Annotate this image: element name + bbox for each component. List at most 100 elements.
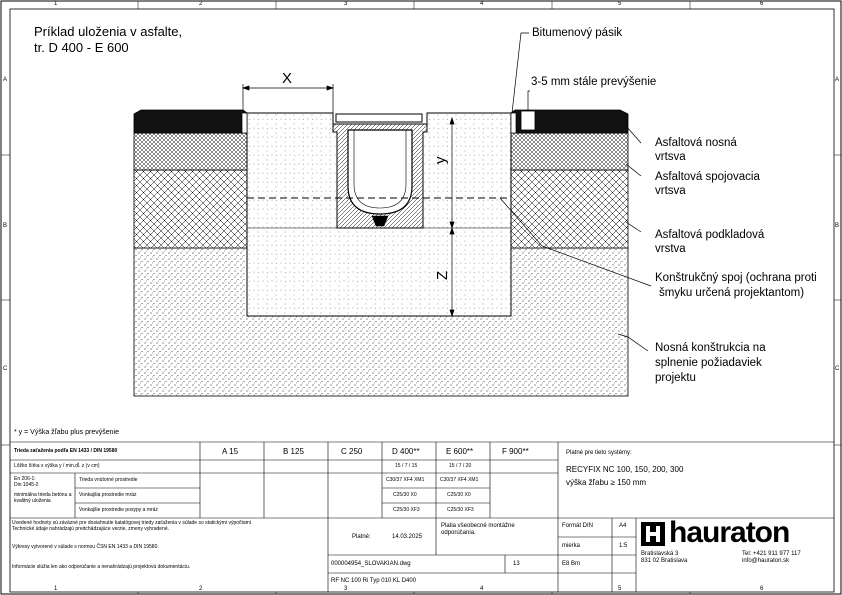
- concrete-d400-frost: C25/30 X0: [393, 492, 417, 498]
- system-line2: výška žľabu ≥ 150 mm: [566, 478, 647, 487]
- surface-course-left: [133, 109, 248, 134]
- drainage-channel: [332, 113, 428, 229]
- title-block-grid: [10, 441, 834, 592]
- dimension-x-label: X: [282, 70, 293, 87]
- ratio-e600: 15 / 7 / 20: [449, 463, 472, 469]
- load-class-f900: F 900**: [502, 447, 529, 456]
- format-label: Formát DIN: [562, 523, 594, 529]
- drawing-file: 000004954_SLOVAKIAN.dwg: [331, 561, 411, 567]
- dimension-x: [241, 84, 335, 113]
- sub-base-left: [133, 169, 248, 249]
- concrete-e600-salt: C25/30 XF3: [447, 507, 474, 513]
- label-base-course-2: vrtsva: [655, 151, 686, 163]
- concrete-e600-frost: C25/30 X0: [447, 492, 471, 498]
- offset-detail-box: [520, 110, 536, 131]
- label-binder-course-1: Asfaltová spojovacia: [655, 171, 760, 183]
- label-permanent-offset: 3-5 mm stále prevýšenie: [531, 76, 657, 88]
- consent-text: Platia všeobecné montážne odporúčania.: [441, 523, 515, 536]
- scale-label: mierka: [562, 543, 581, 549]
- drawing-code: RF NC 100 Ri Typ 010 KL D400: [331, 578, 417, 584]
- address-line2: 831 02 Bratislava: [641, 558, 688, 564]
- concrete-d400-salt: C25/30 XF3: [393, 507, 420, 513]
- grid-col-label: 1: [54, 1, 58, 7]
- drawing-title-line2: tr. D 400 - E 600: [34, 40, 129, 55]
- label-sub-base-1: Asfaltová podkladová: [655, 229, 765, 241]
- bitumen-strip-right: [510, 112, 517, 134]
- concrete-e600-inner: C30/37 XF4 XM1: [440, 477, 479, 483]
- valid-label: Platné:: [352, 534, 371, 540]
- ratio-label: Lôžko šírka x výška y / min.dĺ. z (v cm): [14, 463, 100, 469]
- email: info@hauraton.sk: [742, 558, 790, 564]
- grid-col-label: 2: [199, 586, 203, 592]
- label-sub-base-2: vrstva: [655, 243, 686, 255]
- din-norm: Din 1045-2: [14, 482, 39, 488]
- label-construction-joint-1: Konštrukčný spoj (ochrana proti: [655, 272, 817, 284]
- label-bitumen-strip: Bitumenový pásik: [532, 27, 623, 39]
- dimension-z: [449, 226, 455, 318]
- label-binder-course-2: vrtsva: [655, 185, 686, 197]
- grid-col-label: 3: [344, 1, 348, 7]
- binder-course-left: [133, 132, 248, 171]
- dimension-y: [449, 116, 455, 230]
- grid-row-label: C: [3, 366, 8, 372]
- grid-row-label: C: [835, 366, 840, 372]
- dimension-y-label: y: [432, 156, 449, 165]
- page-number: 13: [513, 561, 520, 567]
- valid-for-label: Platné pre tieto systémy:: [566, 450, 632, 456]
- grating: [335, 113, 423, 123]
- row-label-inner: Trieda vnútorné prostredie: [79, 477, 138, 483]
- inner-frame: [9, 8, 835, 593]
- grid-col-label: 5: [618, 1, 622, 7]
- footnote: * y = Výška žľabu plus prevýšenie: [14, 429, 119, 436]
- note-1: Uvedené hodnoty sú záväzné pre dosiahnut…: [12, 520, 251, 526]
- system-line1: RECYFIX NC 100, 150, 200, 300: [566, 465, 684, 474]
- drawing-title-line1: Príklad uloženia v asfalte,: [34, 24, 183, 39]
- load-class-e600: E 600**: [446, 447, 474, 456]
- row-label-outer-salt: Vonkajšie prostredie posypy a mráz: [79, 507, 158, 513]
- valid-date: 14.03.2025: [392, 534, 423, 540]
- label-supporting-2: splnenie požiadaviek: [655, 357, 762, 369]
- grid-col-label: 4: [480, 1, 484, 7]
- format-value: A4: [619, 523, 627, 529]
- company-logo-text: hauraton: [669, 516, 790, 549]
- ratio-d400: 15 / 7 / 15: [395, 463, 418, 469]
- en-norm: En 206-1:: [14, 476, 36, 482]
- sheet-reference: E8 Bm: [562, 561, 581, 567]
- load-class-d400: D 400**: [392, 447, 420, 456]
- label-supporting-3: projektu: [655, 372, 696, 384]
- label-base-course-1: Asfaltová nosná: [655, 137, 737, 149]
- address-line1: Bratislavská 3: [641, 551, 679, 557]
- label-supporting-1: Nosná konštrukcia na: [655, 342, 766, 354]
- concrete-label: minimálna trieda betónu a kvalitný ulože…: [14, 492, 72, 504]
- grid-col-label: 4: [480, 586, 484, 592]
- dimension-z-label: Z: [434, 270, 451, 280]
- grid-col-label: 3: [344, 586, 348, 592]
- note-4: Informácie slúžia len ako odporúčanie a …: [12, 564, 191, 570]
- phone: Tel: +421 911 977 117: [742, 551, 801, 557]
- load-class-c250: C 250: [341, 447, 363, 456]
- grid-col-label: 1: [54, 586, 58, 592]
- load-class-b125: B 125: [283, 447, 304, 456]
- scale-value: 1:5: [619, 543, 628, 549]
- grid-row-label: A: [3, 77, 8, 83]
- grid-row-label: A: [835, 77, 840, 83]
- grid-row-label: B: [835, 223, 840, 229]
- binder-course-right: [510, 132, 629, 171]
- bitumen-strip-left: [241, 112, 248, 134]
- grid-col-label: 2: [199, 1, 203, 7]
- concrete-d400-inner: C30/37 XF4 XM1: [386, 477, 425, 483]
- grid-row-label: B: [3, 223, 8, 229]
- grid-col-label: 6: [760, 1, 764, 7]
- load-class-header: Trieda zaťaženia podľa EN 1433 / DIN 195…: [14, 448, 118, 454]
- note-3: Výkresy vytvorené v súlade s normou ČSN …: [12, 544, 159, 550]
- grid-col-label: 5: [618, 586, 622, 592]
- grid-col-label: 6: [760, 586, 764, 592]
- note-2: Technické údaje nahrádzajú predchádzajúc…: [12, 526, 170, 532]
- leader-lines: [499, 32, 652, 352]
- row-label-outer-frost: Vonkajšia prostredie mráz: [79, 492, 137, 498]
- sub-base-right: [510, 169, 629, 249]
- hauraton-logo-icon: [641, 522, 665, 546]
